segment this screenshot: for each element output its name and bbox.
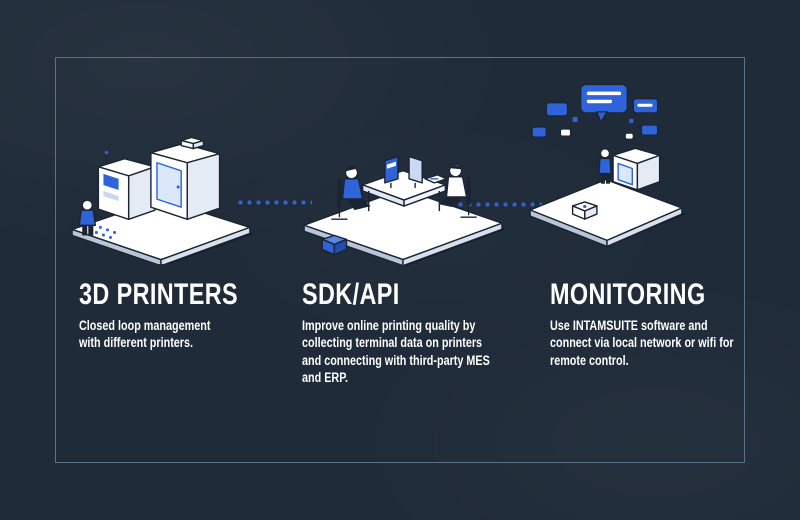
section-sdk-api: SDK/API Improve online printing quality … bbox=[302, 280, 552, 386]
section-3d-printers: 3D PRINTERS Closed loop management with … bbox=[79, 280, 283, 352]
monitoring-illustration bbox=[520, 78, 692, 256]
section-monitoring: MONITORING Use INTAMSUITE software and c… bbox=[550, 280, 795, 369]
sdk-api-illustration bbox=[296, 126, 508, 268]
monitoring-icon bbox=[529, 83, 686, 248]
section-title-sdk-api: SDK/API bbox=[302, 278, 400, 311]
dotted-connector-2 bbox=[456, 202, 542, 207]
section-title-monitoring: MONITORING bbox=[550, 278, 706, 311]
sdk-api-icon bbox=[303, 155, 506, 267]
dotted-connector-1 bbox=[236, 200, 312, 205]
3d-printers-illustration bbox=[60, 112, 262, 264]
section-description-monitoring: Use INTAMSUITE software and connect via … bbox=[550, 318, 734, 368]
3d-printers-icon bbox=[71, 136, 254, 264]
section-title-3d-printers: 3D PRINTERS bbox=[79, 278, 239, 311]
section-description-3d-printers: Closed loop management with different pr… bbox=[79, 318, 211, 351]
section-description-sdk-api: Improve online printing quality by colle… bbox=[302, 318, 490, 385]
